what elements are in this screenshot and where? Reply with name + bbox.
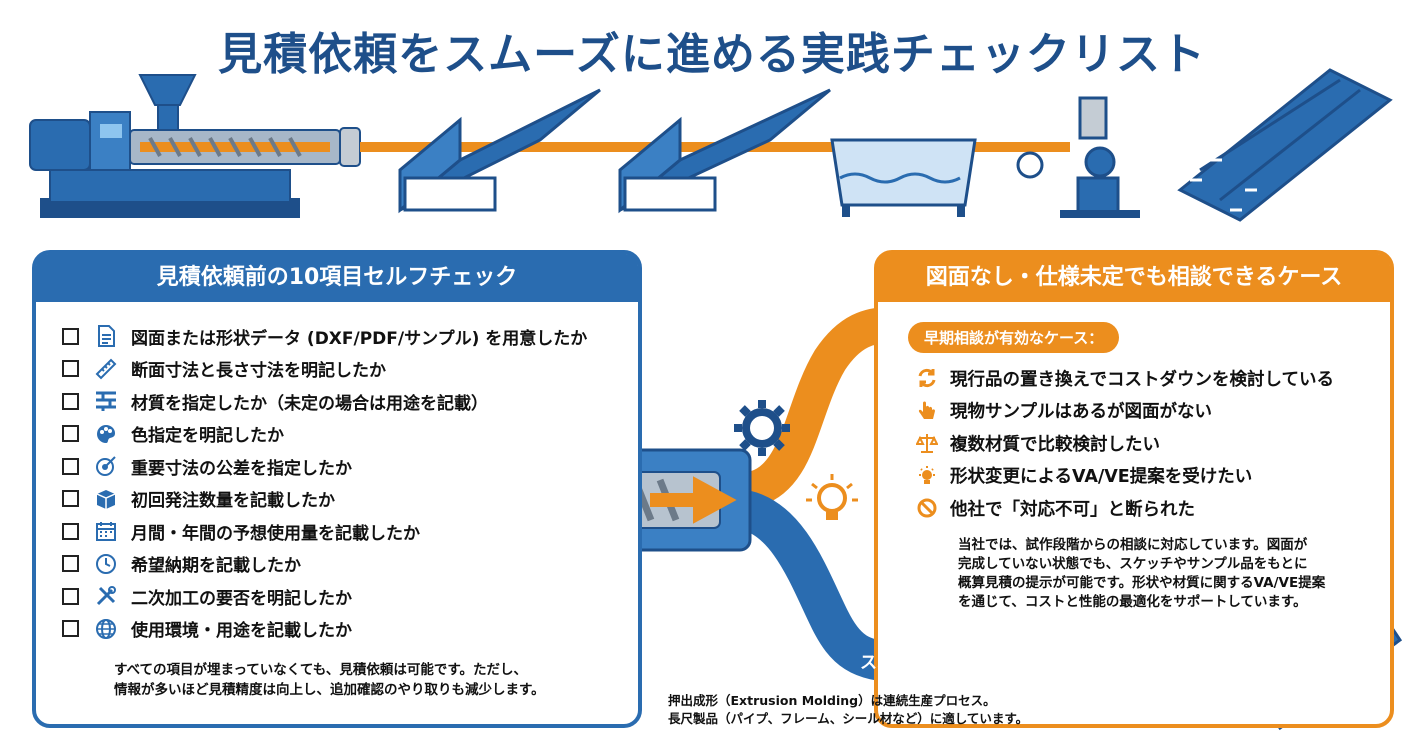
case-item-label: 形状変更によるVA/VE提案を受けたい (950, 467, 1253, 488)
check-item[interactable]: 断面寸法と長さ寸法を明記したか (62, 353, 587, 386)
self-check-list: 図面または形状データ (DXF/PDF/サンプル) を用意したか 断面寸法と長さ… (62, 320, 587, 645)
ruler-icon (95, 358, 117, 380)
target-icon (95, 455, 117, 477)
scales-icon (916, 432, 938, 454)
case-item: 複数材質で比較検討したい (916, 427, 1334, 460)
profile-section-2 (618, 88, 831, 214)
checkbox[interactable] (62, 620, 79, 638)
checkbox[interactable] (62, 425, 79, 443)
bricks-icon (95, 390, 117, 412)
check-item-label: 図面または形状データ (DXF/PDF/サンプル) を用意したか (131, 328, 588, 349)
check-item-label: 色指定を明記したか (131, 426, 284, 447)
checkbox[interactable] (62, 587, 79, 605)
case-item: 現行品の置き換えでコストダウンを検討している (916, 362, 1334, 395)
check-item-label: 希望納期を記載したか (131, 556, 301, 577)
hand-pointer-icon (916, 400, 938, 422)
orange-flow-arrow (744, 307, 891, 508)
footer-line-2: 情報が多いほど見積精度は向上し、追加確認のやり取りも減少します。 (114, 682, 545, 698)
checkbox[interactable] (62, 490, 79, 508)
extrusion-note: 押出成形（Extrusion Molding）は連続生産プロセス。 長尺製品（パ… (668, 692, 1028, 728)
consultation-panel: 図面なし・仕様未定でも相談できるケース 早期相談が有効なケース： 現行品の置き換… (874, 250, 1394, 728)
self-check-panel: 見積依頼前の10項目セルフチェック 図面または形状データ (DXF/PDF/サン… (32, 250, 642, 728)
self-check-footer: すべての項目が埋まっていなくても、見積依頼は可能です。ただし、 情報が多いほど見… (114, 660, 614, 700)
case-item-label: 現行品の置き換えでコストダウンを検討している (950, 369, 1334, 390)
body-line: を通じて、コストと性能の最適化をサポートしています。 (958, 594, 1307, 610)
case-item-label: 現物サンプルはあるが図面がない (950, 402, 1212, 423)
extrusion-line-illustration (29, 68, 1393, 222)
check-item[interactable]: 重要寸法の公差を指定したか (62, 450, 587, 483)
check-item-label: 二次加工の要否を明記したか (131, 588, 352, 609)
consultation-title: 図面なし・仕様未定でも相談できるケース (878, 254, 1390, 302)
tools-icon (95, 585, 117, 607)
check-item-label: 初回発注数量を記載したか (131, 491, 335, 512)
page-title: 見積依頼をスムーズに進める実践チェックリスト (218, 29, 1206, 80)
extrusion-note-line-2: 長尺製品（パイプ、フレーム、シール材など）に適しています。 (668, 711, 1029, 726)
finished-profiles-stack (1177, 68, 1393, 222)
clock-icon (95, 553, 117, 575)
checkbox[interactable] (62, 360, 79, 378)
early-consultation-badge: 早期相談が有効なケース： (908, 322, 1120, 353)
body-line: 完成していない状態でも、スケッチやサンプル品をもとに (958, 556, 1308, 572)
check-item-label: 重要寸法の公差を指定したか (131, 458, 352, 479)
result-banner-label: スムーズな見積依頼・回答精度の向上 (860, 653, 1149, 673)
refresh-icon (916, 367, 938, 389)
body-line: 当社では、試作段階からの相談に対応しています。図面が (958, 537, 1308, 553)
check-item[interactable]: 初回発注数量を記載したか (62, 483, 587, 516)
lightbulb-icon (916, 465, 938, 487)
case-list: 現行品の置き換えでコストダウンを検討している 現物サンプルはあるが図面がない 複… (916, 362, 1334, 525)
check-item[interactable]: 図面または形状データ (DXF/PDF/サンプル) を用意したか (62, 320, 587, 353)
extruder-machine (29, 74, 361, 218)
case-item: 現物サンプルはあるが図面がない (916, 395, 1334, 428)
case-item-label: 複数材質で比較検討したい (950, 434, 1160, 455)
palette-icon (95, 423, 117, 445)
check-item-label: 材質を指定したか（未定の場合は用途を記載） (131, 393, 488, 414)
body-line: 概算見積の提示が可能です。形状や材質に関するVA/VE提案 (958, 575, 1326, 591)
checkbox[interactable] (62, 522, 79, 540)
profile-section-1 (398, 88, 601, 214)
gear-icon (734, 400, 790, 456)
check-item[interactable]: 二次加工の要否を明記したか (62, 580, 587, 613)
globe-icon (95, 618, 117, 640)
check-item[interactable]: 希望納期を記載したか (62, 548, 587, 581)
self-check-title: 見積依頼前の10項目セルフチェック (36, 254, 638, 302)
lightbulb-icon (806, 474, 858, 520)
cutter (1016, 96, 1140, 218)
check-item[interactable]: 使用環境・用途を記載したか (62, 613, 587, 646)
checkbox[interactable] (62, 457, 79, 475)
check-item[interactable]: 色指定を明記したか (62, 418, 587, 451)
document-icon (95, 325, 117, 348)
check-item[interactable]: 月間・年間の予想使用量を記載したか (62, 515, 587, 548)
case-item: 形状変更によるVA/VE提案を受けたい (916, 460, 1334, 493)
checkbox[interactable] (62, 555, 79, 573)
footer-line-1: すべての項目が埋まっていなくても、見積依頼は可能です。ただし、 (114, 662, 527, 678)
check-item-label: 使用環境・用途を記載したか (131, 621, 352, 642)
checkbox[interactable] (62, 392, 79, 410)
cooling-tank (830, 138, 977, 217)
case-item-label: 他社で「対応不可」と断られた (950, 499, 1195, 520)
extrusion-note-line-1: 押出成形（Extrusion Molding）は連続生産プロセス。 (668, 693, 996, 708)
calendar-icon (95, 520, 117, 542)
checkbox[interactable] (62, 327, 79, 345)
case-item: 他社で「対応不可」と断られた (916, 492, 1334, 525)
consultation-body: 当社では、試作段階からの相談に対応しています。図面が 完成していない状態でも、ス… (958, 536, 1370, 612)
check-item-label: 月間・年間の予想使用量を記載したか (131, 523, 420, 544)
prohibited-icon (916, 497, 938, 519)
box-icon (95, 488, 117, 510)
check-item[interactable]: 材質を指定したか（未定の場合は用途を記載） (62, 385, 587, 418)
check-item-label: 断面寸法と長さ寸法を明記したか (131, 361, 386, 382)
